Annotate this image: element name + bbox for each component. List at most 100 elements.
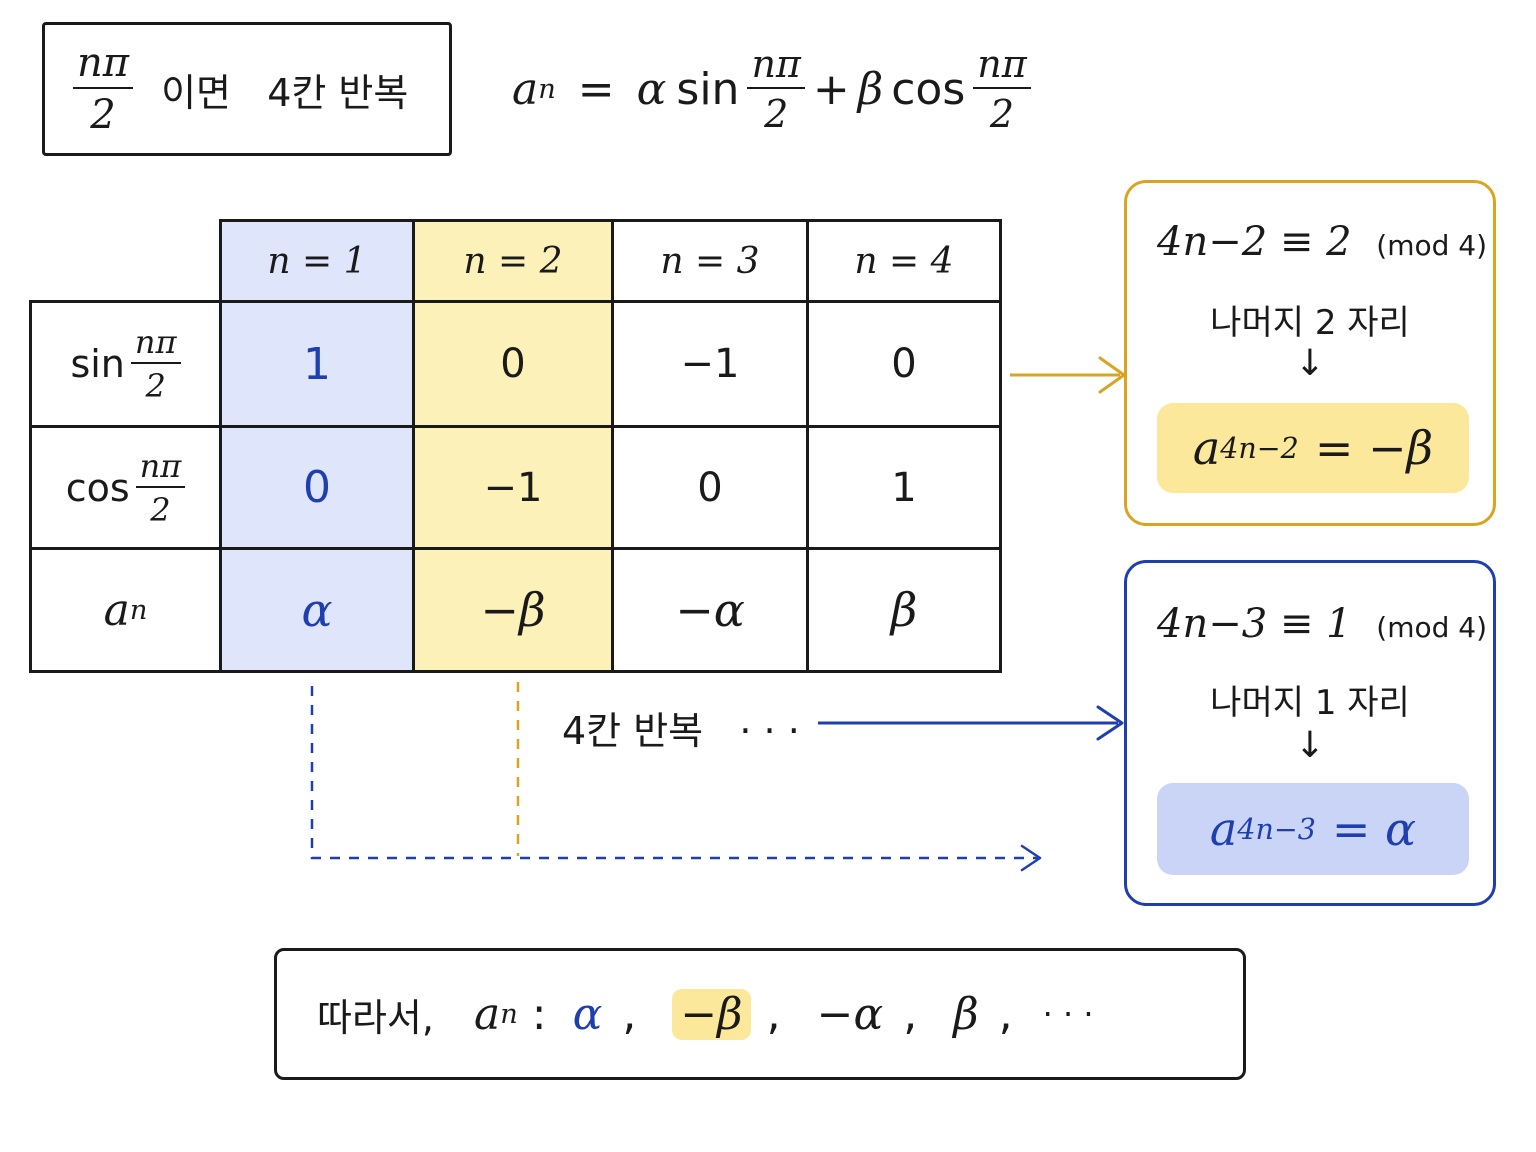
conclusion-term-4: β: [953, 988, 979, 1040]
formula-cos: cos: [891, 63, 966, 115]
row-label-an: a n: [32, 550, 219, 670]
conclusion-term-3: −α: [816, 988, 884, 1040]
table-line: [29, 300, 1002, 303]
formula-equals: =: [577, 63, 615, 115]
cell-cos-n1: 0: [303, 462, 331, 513]
conclusion-seq-base: a: [473, 988, 501, 1040]
formula-frac-2: nπ 2: [973, 45, 1031, 136]
blue-arrow-head: [1096, 705, 1124, 741]
gold-down-arrow-icon: ↓: [1294, 343, 1326, 384]
table-line: [29, 670, 1002, 673]
cell-sin-n3: −1: [680, 341, 740, 387]
table-line: [611, 219, 614, 673]
formula-beta: β: [857, 63, 884, 115]
formula-frac-2-den: 2: [989, 92, 1015, 136]
column-header-n2: n = 2: [463, 240, 563, 282]
cell-an-n1: α: [301, 583, 333, 637]
conclusion-colon: :: [531, 988, 547, 1040]
cell-cos-n3: 0: [697, 464, 723, 511]
rule-fraction: nπ 2: [73, 43, 134, 138]
rule-box: nπ 2 이면 4칸 반복: [42, 22, 452, 156]
table-line: [999, 219, 1002, 673]
blue-result-rhs: = α: [1331, 802, 1417, 856]
column-highlight-n1: [219, 220, 414, 672]
blue-congruence-mod: (mod 4): [1376, 611, 1488, 644]
cell-an-n3: −α: [675, 583, 745, 637]
column-header-n1: n = 1: [267, 240, 367, 282]
table-line: [29, 425, 1002, 428]
gold-remainder: 나머지 2 자리: [1210, 303, 1410, 343]
blue-remainder: 나머지 1 자리: [1210, 683, 1410, 723]
conclusion-prefix: 따라서,: [317, 995, 434, 1040]
table-line: [219, 219, 222, 673]
blue-congruence-main: 4n−3 ≡ 1: [1157, 601, 1352, 647]
conclusion-term-2: −β: [672, 988, 751, 1040]
gold-congruence: 4n−2 ≡ 2 (mod 4): [1157, 219, 1487, 265]
column-header-n3: n = 3: [660, 240, 760, 282]
formula-a-sub: n: [538, 73, 556, 105]
row-label-sin-fn: sin: [70, 342, 125, 386]
conclusion-box: 따라서, a n : α , −β , −α , β , · · ·: [274, 948, 1246, 1080]
conclusion-comma: ,: [998, 988, 1013, 1040]
conclusion-comma: ,: [766, 988, 781, 1040]
formula-frac-2-num: nπ: [973, 45, 1031, 89]
row-label-cos-fn: cos: [65, 465, 130, 510]
table-line: [412, 219, 415, 673]
row-label-sin-frac: nπ 2: [130, 326, 181, 405]
row-label-sin: sin nπ 2: [32, 303, 219, 425]
gold-result-sub: 4n−2: [1220, 431, 1299, 465]
table-line: [29, 547, 1002, 550]
conclusion-ellipsis: · · ·: [1042, 995, 1094, 1033]
blue-result-box: 4n−3 ≡ 1 (mod 4) 나머지 1 자리 ↓ a 4n−3 = α: [1124, 560, 1496, 906]
gold-result-rhs: = −β: [1314, 421, 1434, 475]
cell-cos-n4: 1: [891, 464, 917, 511]
conclusion-term-1: α: [572, 988, 603, 1040]
gold-result-box: 4n−2 ≡ 2 (mod 4) 나머지 2 자리 ↓ a 4n−2 = −β: [1124, 180, 1496, 526]
formula-plus: +: [812, 63, 850, 115]
conclusion-comma: ,: [903, 988, 918, 1040]
blue-result-sub: 4n−3: [1237, 812, 1316, 846]
gold-congruence-mod: (mod 4): [1376, 229, 1488, 262]
rule-text: 이면 4칸 반복: [161, 70, 409, 115]
table-line: [29, 300, 32, 673]
gold-result: a 4n−2 = −β: [1157, 403, 1469, 493]
row-label-sin-num: nπ: [130, 326, 181, 364]
rule-fraction-den: 2: [90, 92, 116, 138]
blue-result: a 4n−3 = α: [1157, 783, 1469, 875]
row-label-an-sub: n: [129, 594, 148, 626]
row-label-cos-den: 2: [150, 490, 171, 529]
blue-result-base: a: [1209, 802, 1238, 856]
row-label-cos: cos nπ 2: [32, 428, 219, 547]
dashed-blue-path: [310, 686, 1038, 860]
table-line: [806, 219, 809, 673]
repeat-note: 4칸 반복 · · ·: [562, 709, 800, 753]
formula-sin: sin: [676, 63, 740, 115]
cell-sin-n2: 0: [500, 341, 526, 387]
cell-an-n4: β: [890, 583, 918, 637]
value-table: n = 1 n = 2 n = 3 n = 4 sin nπ 2 cos nπ …: [29, 219, 1002, 673]
row-label-cos-num: nπ: [135, 450, 186, 488]
cell-an-n2: −β: [480, 583, 546, 637]
gold-result-base: a: [1192, 421, 1221, 475]
column-highlight-n2: [414, 220, 613, 672]
formula-frac-1-den: 2: [764, 92, 789, 136]
gold-congruence-main: 4n−2 ≡ 2: [1157, 219, 1352, 265]
conclusion-seq-sub: n: [500, 998, 518, 1030]
rule-fraction-num: nπ: [73, 43, 134, 89]
cell-sin-n4: 0: [891, 341, 917, 387]
row-label-sin-den: 2: [145, 367, 166, 405]
conclusion-comma: ,: [622, 988, 637, 1040]
formula-frac-1: nπ 2: [747, 45, 805, 136]
cell-cos-n2: −1: [483, 464, 543, 511]
formula-a: a: [512, 63, 539, 115]
table-line: [219, 219, 1002, 222]
dashed-blue-arrow-head: [1020, 844, 1042, 872]
row-label-an-base: a: [103, 584, 130, 636]
formula-alpha: α: [636, 63, 667, 115]
blue-congruence: 4n−3 ≡ 1 (mod 4): [1157, 601, 1487, 647]
column-header-n4: n = 4: [854, 240, 954, 282]
sequence-formula: a n = α sin nπ 2 + β cos nπ 2: [512, 34, 1031, 144]
cell-sin-n1: 1: [303, 338, 331, 390]
blue-down-arrow-icon: ↓: [1294, 725, 1326, 766]
